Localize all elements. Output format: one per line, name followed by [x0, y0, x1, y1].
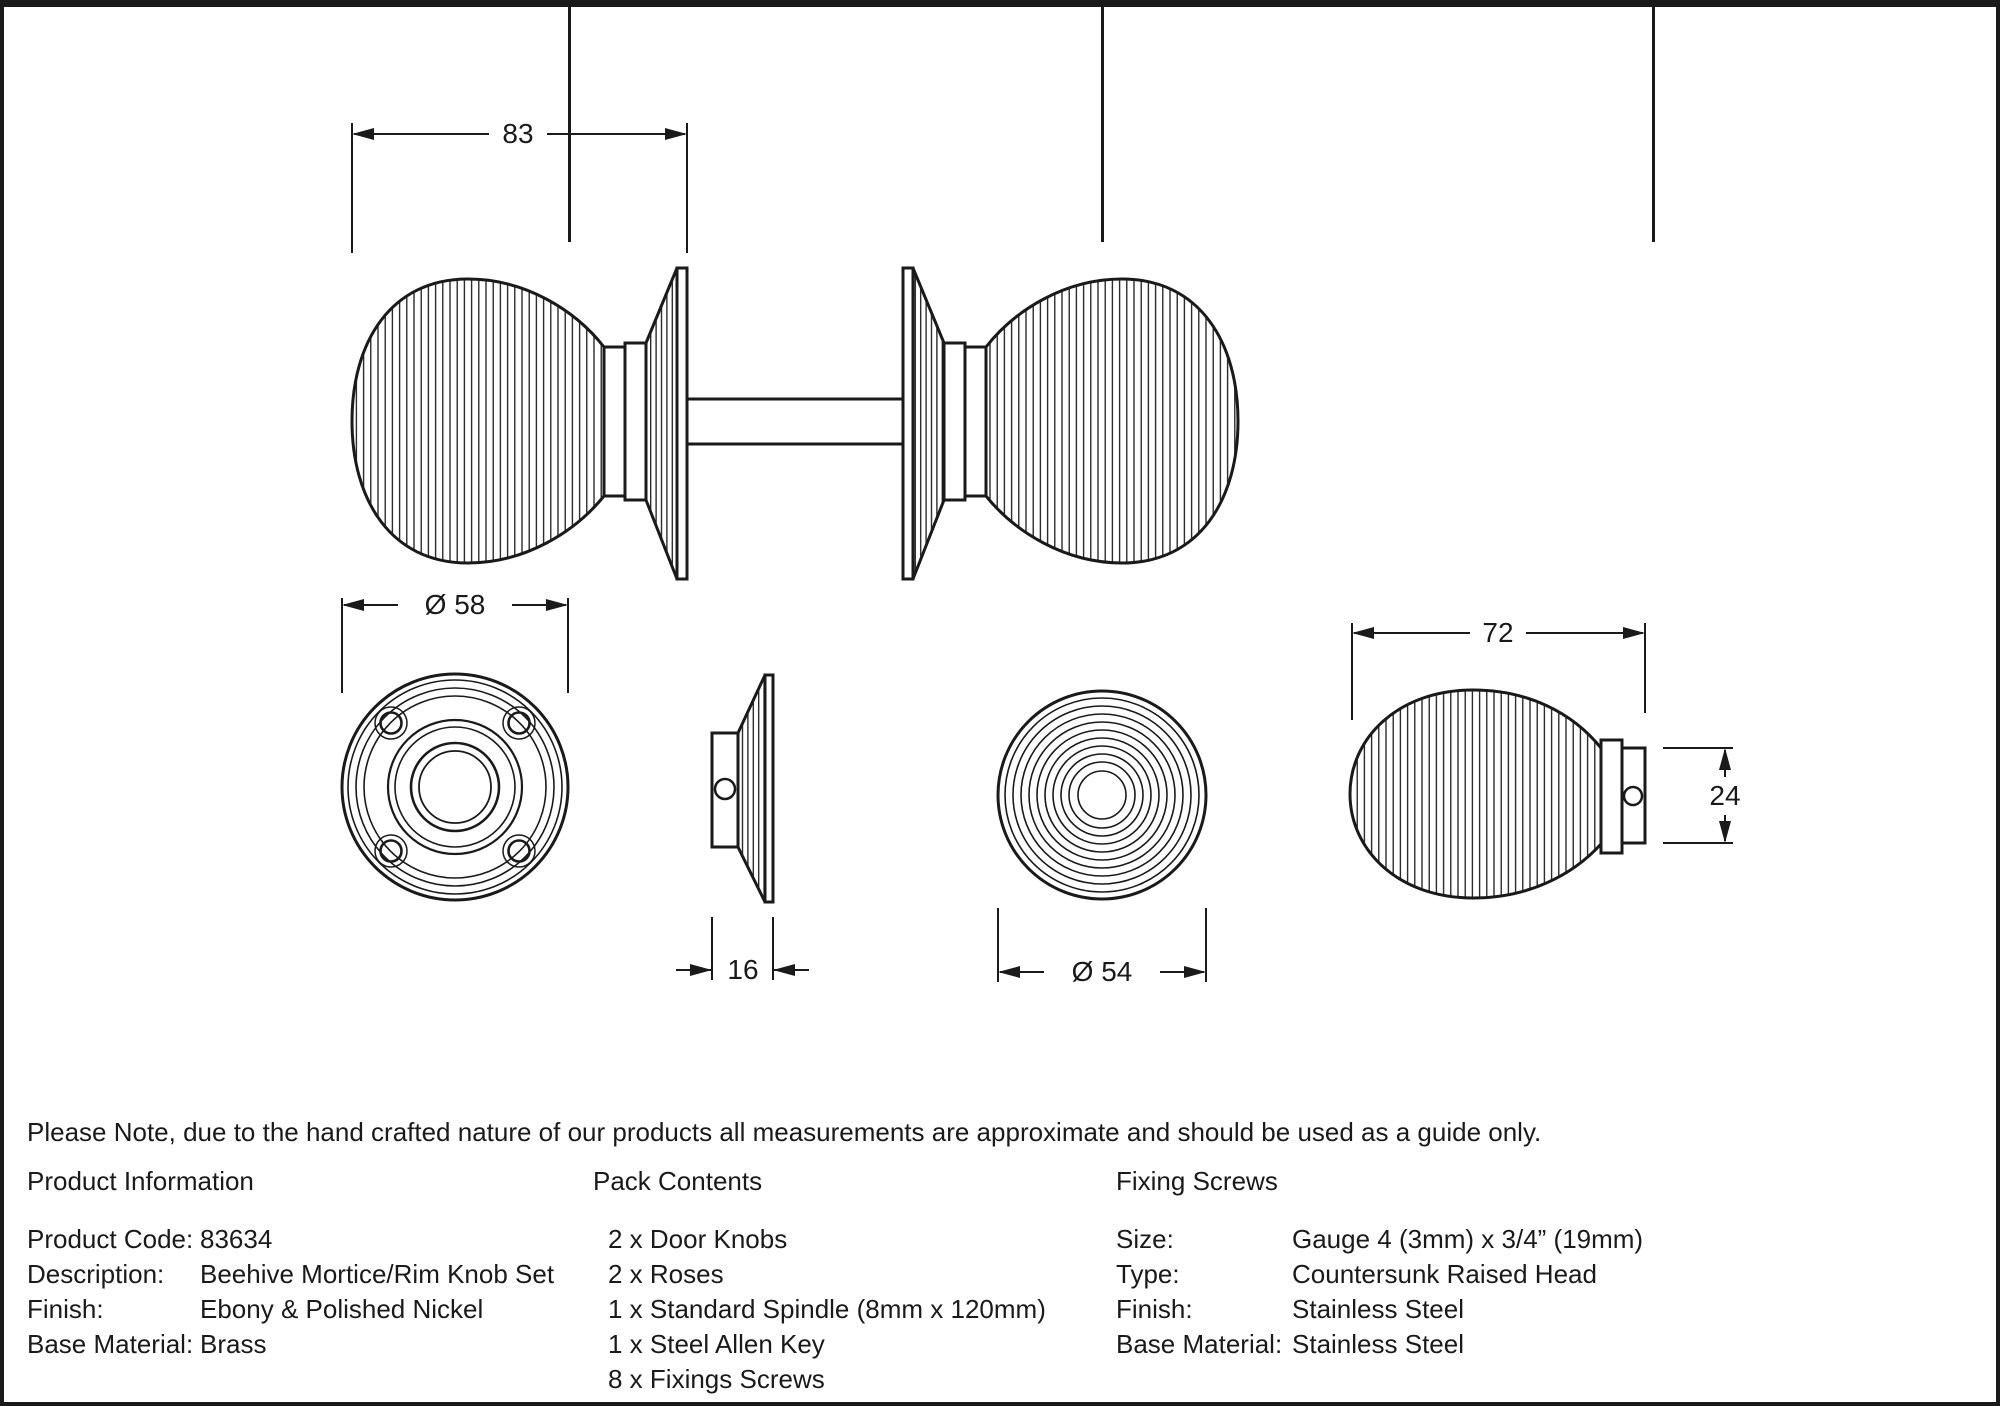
pack-item: 1 x Standard Spindle (8mm x 120mm) — [608, 1294, 1046, 1324]
fixing-screws-header: Fixing Screws — [1116, 1166, 1278, 1196]
rose-front-view: Ø 58 — [340, 589, 570, 902]
knob-face-diameter-label: Ø 54 — [1072, 956, 1133, 987]
base-material-label: Base Material: — [27, 1329, 194, 1359]
knob-length-dimension: 72 — [1351, 617, 1646, 720]
screw-finish-value: Stainless Steel — [1292, 1294, 1464, 1324]
table-bottom-border — [0, 0, 2000, 7]
spindle — [685, 397, 905, 446]
screw-finish-label: Finish: — [1116, 1294, 1193, 1324]
screw-base-material-value: Stainless Steel — [1292, 1329, 1464, 1359]
screw-size-value: Gauge 4 (3mm) x 3/4” (19mm) — [1292, 1224, 1644, 1254]
column-divider-2 — [1101, 0, 1104, 242]
screw-base-material-label: Base Material: — [1116, 1329, 1283, 1359]
rose-depth-dimension: 16 — [676, 917, 809, 985]
rose-side-flange — [763, 673, 775, 904]
screw-type-label: Type: — [1116, 1259, 1180, 1289]
pack-item: 8 x Fixings Screws — [608, 1364, 825, 1394]
finish-value: Ebony & Polished Nickel — [200, 1294, 484, 1324]
base-material-value: Brass — [200, 1329, 267, 1359]
description-value: Beehive Mortice/Rim Knob Set — [200, 1259, 555, 1289]
screw-size-label: Size: — [1116, 1224, 1174, 1254]
knob-grub-screw-hole — [1622, 785, 1644, 807]
knob-front-view: Ø 54 — [996, 689, 1208, 987]
column-divider-3 — [1652, 0, 1655, 242]
rose-diameter-label: Ø 58 — [425, 589, 486, 620]
assembly-view: 83 — [350, 118, 1240, 581]
rose-grub-screw-hole — [713, 777, 737, 801]
rose-screw-holes — [374, 706, 536, 868]
right-knob-bulb — [984, 277, 1240, 565]
measurement-note: Please Note, due to the hand crafted nat… — [27, 1117, 1542, 1147]
pack-item: 1 x Steel Allen Key — [608, 1329, 825, 1359]
knob-neck-dimension: 24 — [1663, 747, 1741, 844]
rose-depth-label: 16 — [727, 954, 758, 985]
finish-label: Finish: — [27, 1294, 104, 1324]
pack-item: 2 x Roses — [608, 1259, 724, 1289]
rose-diameter-dimension: Ø 58 — [341, 589, 569, 693]
screw-type-value: Countersunk Raised Head — [1292, 1259, 1597, 1289]
knob-neck-label: 24 — [1709, 780, 1740, 811]
assembly-width-label: 83 — [502, 118, 533, 149]
description-label: Description: — [27, 1259, 165, 1289]
knob-length-label: 72 — [1482, 617, 1513, 648]
pack-item: 2 x Door Knobs — [608, 1224, 788, 1254]
technical-drawing: 83 Ø 58 — [340, 118, 1741, 987]
pack-contents-header: Pack Contents — [593, 1166, 763, 1196]
product-information-header: Product Information — [27, 1166, 254, 1196]
column-divider-1 — [568, 0, 571, 242]
product-code-value: 83634 — [200, 1224, 273, 1254]
side-knob-bulb — [1348, 688, 1603, 900]
left-knob-bulb — [350, 277, 606, 565]
knob-face-diameter-dimension: Ø 54 — [997, 908, 1207, 987]
rose-side-view: 16 — [676, 673, 809, 985]
side-knob-shank — [1620, 746, 1647, 845]
knob-side-view: 72 24 — [1348, 617, 1741, 900]
product-code-label: Product Code: — [27, 1224, 194, 1254]
